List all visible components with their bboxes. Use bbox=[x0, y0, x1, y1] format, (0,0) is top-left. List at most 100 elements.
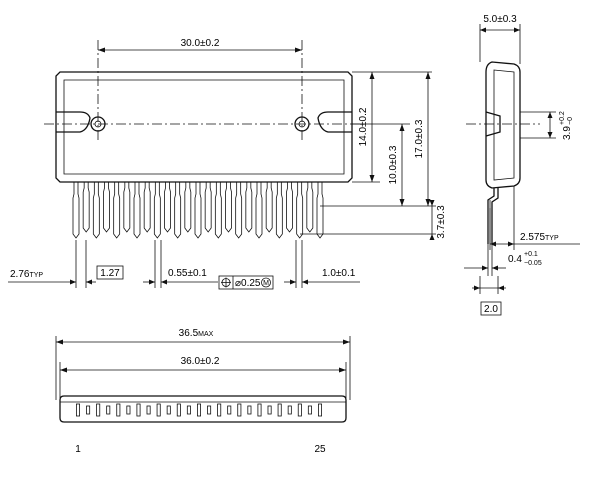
front-lead bbox=[265, 182, 273, 233]
bottom-view: 36.5MAX 36.0±0.2 1 25 bbox=[55, 328, 351, 455]
side-box-label: 2.0 bbox=[484, 304, 498, 315]
bottom-body-outline bbox=[59, 395, 347, 423]
side-body-outline bbox=[485, 61, 521, 189]
dim-055-arrows bbox=[149, 279, 167, 285]
side-dim-39-label: 3.9 +0.2 −0 bbox=[559, 111, 574, 140]
mmc-modifier-letter: M bbox=[263, 280, 269, 287]
front-lead bbox=[245, 182, 253, 233]
bottom-pin bbox=[86, 405, 91, 415]
side-dim-39-arrows bbox=[547, 112, 553, 138]
side-dim-20-arrows bbox=[474, 285, 504, 291]
front-lead bbox=[82, 182, 90, 233]
bottom-pin bbox=[76, 403, 81, 417]
side-dim-2575-label: 2.575TYP bbox=[520, 232, 559, 243]
mmc-modifier-icon bbox=[261, 277, 271, 288]
bottom-pin bbox=[227, 405, 232, 415]
side-heatsink-lip bbox=[485, 111, 501, 137]
dim-276-label: 2.76TYP bbox=[10, 269, 43, 280]
front-view: 30.0±0.2 14.0±0.2 10.0±0.3 17.0±0.3 3.7±… bbox=[8, 38, 447, 290]
bottom-pin bbox=[126, 405, 131, 415]
bottom-pin bbox=[277, 403, 282, 417]
bottom-pin bbox=[307, 405, 312, 415]
front-lead bbox=[255, 182, 263, 239]
bottom-pin bbox=[237, 403, 242, 417]
bottom-pin bbox=[136, 403, 141, 417]
dim-17-label: 17.0±0.3 bbox=[414, 119, 425, 158]
bottom-pin bbox=[116, 403, 121, 417]
tolerance-value: ⌀0.25 bbox=[235, 278, 261, 289]
pitch-box-label: 1.27 bbox=[100, 268, 120, 279]
side-dim-04-label: 0.4 +0.1 −0.05 bbox=[508, 251, 542, 267]
front-lead bbox=[174, 182, 182, 239]
bottom-pin bbox=[207, 405, 212, 415]
bottom-pin bbox=[196, 403, 201, 417]
front-lead bbox=[92, 182, 100, 239]
front-lead bbox=[133, 182, 141, 239]
pin-25-label: 25 bbox=[314, 444, 326, 455]
front-lead bbox=[235, 182, 243, 239]
side-body-inner bbox=[493, 69, 515, 181]
front-lead bbox=[194, 182, 202, 239]
bottom-dim-365-label: 36.5MAX bbox=[179, 328, 214, 339]
bottom-pin bbox=[176, 403, 181, 417]
dim-width-label: 30.0±0.2 bbox=[181, 38, 220, 49]
front-lead bbox=[103, 182, 110, 233]
tolerance-frame bbox=[218, 275, 274, 290]
front-body-outline bbox=[55, 71, 353, 183]
bottom-pin bbox=[317, 403, 322, 417]
dim-055-label: 0.55±0.1 bbox=[168, 268, 207, 279]
dim-14-label: 14.0±0.2 bbox=[358, 107, 369, 146]
bottom-pin bbox=[267, 405, 272, 415]
dim-10-label: 10.0±0.3 bbox=[388, 145, 399, 184]
svg-text:−0.05: −0.05 bbox=[524, 260, 542, 267]
bottom-pin bbox=[156, 403, 161, 417]
bottom-pin bbox=[247, 405, 252, 415]
front-right-notch bbox=[317, 111, 352, 133]
pitch-box bbox=[96, 265, 124, 280]
svg-text:+0.2: +0.2 bbox=[559, 111, 566, 125]
side-view: 5.0±0.3 3.9 +0.2 −0 2.575TYP 0.4 +0.1 −0… bbox=[464, 14, 580, 316]
front-lead bbox=[123, 182, 131, 233]
bottom-pin bbox=[257, 403, 262, 417]
bottom-pin bbox=[106, 405, 111, 415]
bottom-pin bbox=[146, 405, 151, 415]
side-dim-2575-arrows bbox=[490, 241, 514, 247]
front-lead bbox=[225, 182, 232, 233]
front-lead bbox=[72, 182, 80, 239]
front-lead bbox=[306, 182, 314, 233]
svg-text:+0.1: +0.1 bbox=[524, 251, 538, 258]
front-leads bbox=[72, 182, 324, 239]
dim-10-r-label: 1.0±0.1 bbox=[322, 268, 356, 279]
bottom-pin bbox=[297, 403, 302, 417]
front-lead bbox=[214, 182, 222, 239]
side-lead bbox=[487, 188, 499, 244]
svg-text:0.4: 0.4 bbox=[508, 254, 522, 265]
side-box-frame bbox=[480, 301, 502, 316]
pin-1-label: 1 bbox=[75, 444, 81, 455]
bottom-pin bbox=[96, 403, 101, 417]
bottom-pin bbox=[287, 405, 292, 415]
dim-10-r-arrows bbox=[290, 279, 308, 285]
bottom-pin bbox=[186, 405, 191, 415]
svg-text:3.9: 3.9 bbox=[562, 126, 573, 140]
front-lead bbox=[143, 182, 151, 233]
front-body-inner-outline bbox=[63, 79, 345, 175]
front-lead bbox=[153, 182, 161, 239]
dim-37-label: 3.7±0.3 bbox=[436, 205, 447, 239]
front-left-notch bbox=[56, 111, 91, 133]
side-dim-04-arrows bbox=[482, 265, 498, 271]
bottom-dim-360-label: 36.0±0.2 bbox=[181, 356, 220, 367]
front-lead bbox=[316, 182, 324, 239]
front-lead bbox=[275, 182, 283, 239]
front-lead bbox=[113, 182, 121, 239]
front-lead bbox=[286, 182, 293, 233]
bottom-pins bbox=[76, 403, 322, 417]
front-lead bbox=[296, 182, 304, 239]
side-dim-5-label: 5.0±0.3 bbox=[483, 14, 517, 25]
bottom-pin bbox=[166, 405, 171, 415]
front-lead bbox=[184, 182, 192, 233]
svg-text:−0: −0 bbox=[567, 117, 574, 125]
front-lead bbox=[164, 182, 171, 233]
